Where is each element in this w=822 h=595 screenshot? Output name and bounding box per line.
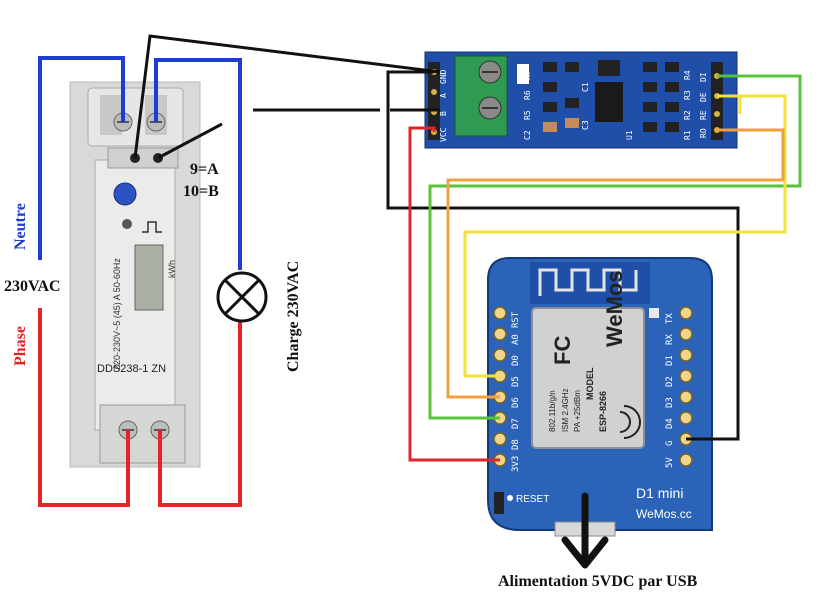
label-charge: Charge 230VAC	[285, 261, 302, 372]
esp-line-wifi: 802.11b/g/n	[548, 390, 557, 432]
board-name: D1 mini	[636, 485, 683, 501]
pulse-icon	[142, 221, 162, 233]
label-pin9: 9=A	[190, 161, 219, 178]
meter-model: DDS238-1 ZN	[97, 363, 166, 375]
rs485-r6: R6	[523, 90, 532, 100]
wifi-icon	[619, 405, 641, 439]
signal-wiring	[133, 34, 802, 462]
rs485-pin-vcc: VCC	[439, 127, 448, 142]
label-230vac: 230VAC	[4, 278, 61, 295]
label-phase: Phase	[12, 326, 29, 366]
wemos-pin-rst: RST	[511, 311, 521, 328]
rs485-c1: C1	[581, 82, 590, 92]
rs485-pin-ro: RO	[699, 128, 708, 138]
wemos-pin-a0: A0	[511, 334, 521, 345]
reset-button	[494, 492, 504, 514]
wemos-pin-d3: D3	[665, 397, 675, 408]
esp-line-ism: ISM 2.4GHz	[561, 388, 570, 432]
wemos-pin-d2: D2	[665, 376, 675, 387]
ac-wiring	[38, 56, 242, 507]
label-pin10: 10=B	[183, 183, 219, 200]
rs485-c2: C2	[523, 130, 532, 140]
wemos-pin-5v: 5V	[665, 457, 675, 468]
label-neutre: Neutre	[12, 203, 29, 250]
rs485-r2: R2	[683, 110, 692, 120]
label-power: Alimentation 5VDC par USB	[498, 573, 698, 590]
wemos-right-header	[679, 306, 693, 467]
rs485-pin-b: B	[439, 111, 448, 116]
wemos-pin-tx: TX	[665, 313, 675, 324]
wemos-pin-d5: D5	[511, 376, 521, 387]
wemos-pin-3v3: 3V3	[511, 456, 521, 472]
wemos-board: FC WeMos MODEL ESP-8266 ISM 2.4GHz PA +2…	[487, 257, 713, 537]
lamp-icon	[216, 271, 268, 323]
meter-led-icon	[113, 182, 137, 206]
rs485-r4: R4	[683, 70, 692, 80]
rs485-chip	[595, 82, 623, 122]
wemos-pin-d6: D6	[511, 397, 521, 408]
wemos-pin-d0: D0	[511, 355, 521, 366]
rs485-pin-di: DI	[699, 72, 708, 82]
wemos-pin-d7: D7	[511, 418, 521, 429]
rs485-pin-de: DE	[699, 92, 708, 102]
rs485-pin-re: RE	[699, 110, 708, 120]
wemos-pin-rx: RX	[665, 334, 675, 345]
rs485-r5: R5	[523, 110, 532, 120]
rs485-r3: R3	[683, 90, 692, 100]
meter-unit: kWh	[167, 260, 177, 278]
rs485-pin-a: A	[439, 93, 448, 98]
rs485-r7: R7	[523, 70, 532, 80]
esp-module	[531, 307, 645, 449]
wemos-pin-d1: D1	[665, 355, 675, 366]
esp-line-chip: ESP-8266	[598, 391, 608, 432]
wemos-pin-d8: D8	[511, 439, 521, 450]
wemos-brand: WeMos	[602, 270, 627, 347]
antenna-trace-icon	[538, 268, 638, 296]
arrow-down-icon	[561, 492, 609, 569]
rs485-c3: C3	[581, 120, 590, 130]
rs485-r1: R1	[683, 130, 692, 140]
rs485-module: GND A B VCC R7 R6 R5 C2 C1 C3 U1 R4 R3 R…	[424, 51, 738, 149]
wemos-pin-d4: D4	[665, 418, 675, 429]
wemos-pin-g: G	[665, 441, 675, 446]
meter-rating: 220-230V~5 (45) A 50-60Hz	[112, 258, 122, 370]
fc-mark-icon: FC	[550, 336, 575, 365]
reset-label: RESET	[516, 494, 549, 505]
rs485-u1: U1	[625, 130, 634, 140]
esp-line-model: MODEL	[585, 367, 595, 400]
esp-line-pa: PA +25dBm	[573, 390, 582, 432]
board-site: WeMos.cc	[636, 507, 692, 521]
energy-meter: kWh 220-230V~5 (45) A 50-60Hz DDS238-1 Z…	[69, 81, 201, 468]
rs485-pin-gnd: GND	[439, 69, 448, 84]
